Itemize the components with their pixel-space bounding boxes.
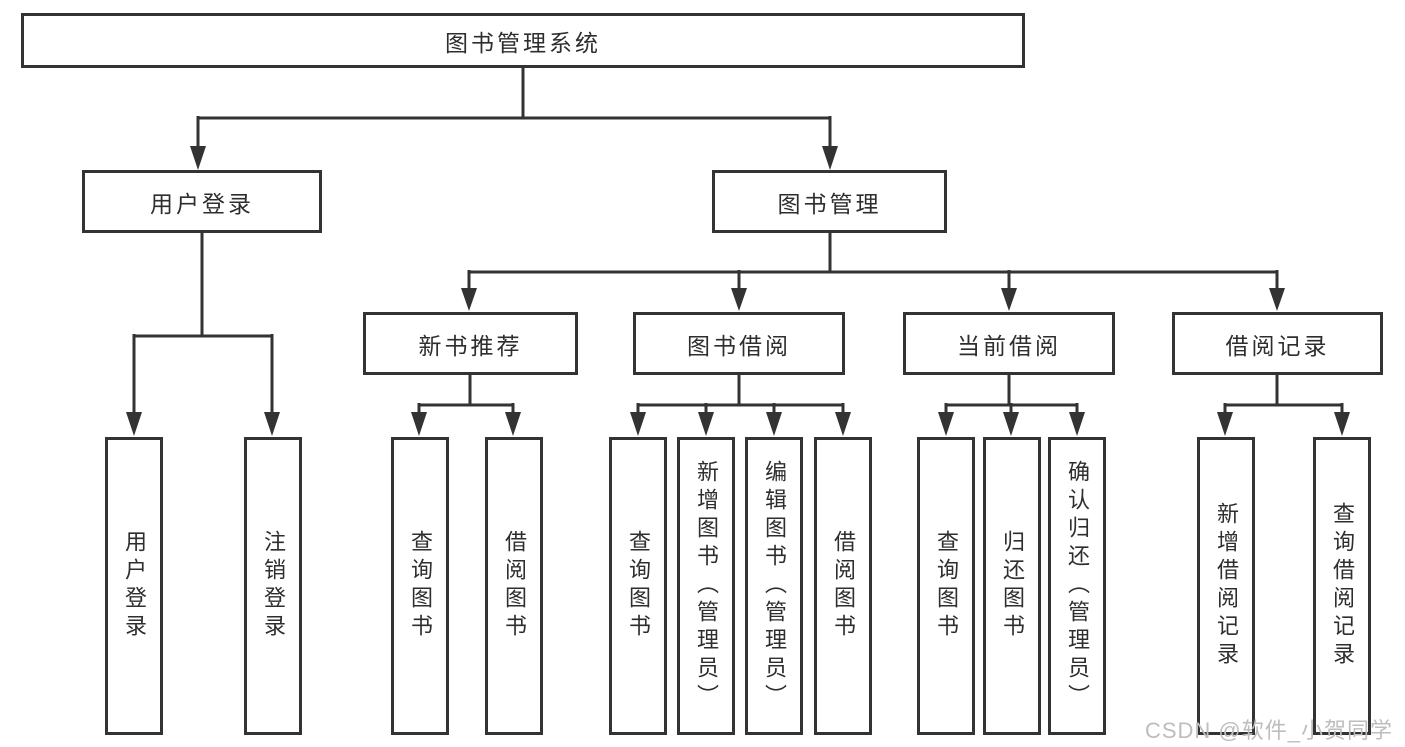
leaf-current-confirm-return-admin: 确认归还（管理员） <box>1048 437 1106 735</box>
leaf-recommend-borrow-books-label: 借阅图书 <box>502 530 527 642</box>
leaf-current-confirm-return-admin-label: 确认归还（管理员） <box>1065 460 1090 712</box>
leaf-logout: 注销登录 <box>244 437 302 735</box>
leaf-user-login: 用户登录 <box>105 437 163 735</box>
leaf-borrow-edit-books-admin-label: 编辑图书（管理员） <box>762 460 787 712</box>
node-current-borrow: 当前借阅 <box>903 312 1115 375</box>
leaf-user-login-label: 用户登录 <box>122 530 147 642</box>
node-borrow-records-label: 借阅记录 <box>1225 332 1330 359</box>
leaf-current-return-books-label: 归还图书 <box>1000 530 1025 642</box>
leaf-borrow-add-books-admin: 新增图书（管理员） <box>677 437 735 735</box>
node-book-borrow-label: 图书借阅 <box>687 332 791 359</box>
leaf-current-query-books-label: 查询图书 <box>934 530 959 642</box>
leaf-records-query-record-label: 查询借阅记录 <box>1330 502 1355 670</box>
leaf-current-query-books: 查询图书 <box>917 437 975 735</box>
node-book-borrow: 图书借阅 <box>633 312 845 375</box>
node-user-login: 用户登录 <box>82 170 322 233</box>
leaf-recommend-query-books-label: 查询图书 <box>408 530 433 642</box>
leaf-borrow-query-books-label: 查询图书 <box>626 530 651 642</box>
leaf-recommend-query-books: 查询图书 <box>391 437 449 735</box>
leaf-current-return-books: 归还图书 <box>983 437 1041 735</box>
node-book-management: 图书管理 <box>712 170 947 233</box>
leaf-borrow-edit-books-admin: 编辑图书（管理员） <box>745 437 803 735</box>
node-book-management-label: 图书管理 <box>777 190 882 217</box>
leaf-records-add-record: 新增借阅记录 <box>1197 437 1255 735</box>
node-root-label: 图书管理系统 <box>445 29 601 56</box>
node-borrow-records: 借阅记录 <box>1172 312 1383 375</box>
leaf-borrow-borrow-books: 借阅图书 <box>814 437 872 735</box>
node-new-book-recommend-label: 新书推荐 <box>418 332 523 359</box>
watermark-csdn: CSDN @软件_小贺同学 <box>1144 718 1393 743</box>
leaf-records-add-record-label: 新增借阅记录 <box>1214 502 1239 670</box>
node-current-borrow-label: 当前借阅 <box>957 332 1061 359</box>
node-user-login-label: 用户登录 <box>150 190 254 217</box>
leaf-borrow-borrow-books-label: 借阅图书 <box>831 530 856 642</box>
leaf-records-query-record: 查询借阅记录 <box>1313 437 1371 735</box>
node-root: 图书管理系统 <box>21 13 1025 68</box>
leaf-logout-label: 注销登录 <box>261 530 286 642</box>
leaf-recommend-borrow-books: 借阅图书 <box>485 437 543 735</box>
leaf-borrow-add-books-admin-label: 新增图书（管理员） <box>694 460 719 712</box>
node-new-book-recommend: 新书推荐 <box>363 312 578 375</box>
leaf-borrow-query-books: 查询图书 <box>609 437 667 735</box>
